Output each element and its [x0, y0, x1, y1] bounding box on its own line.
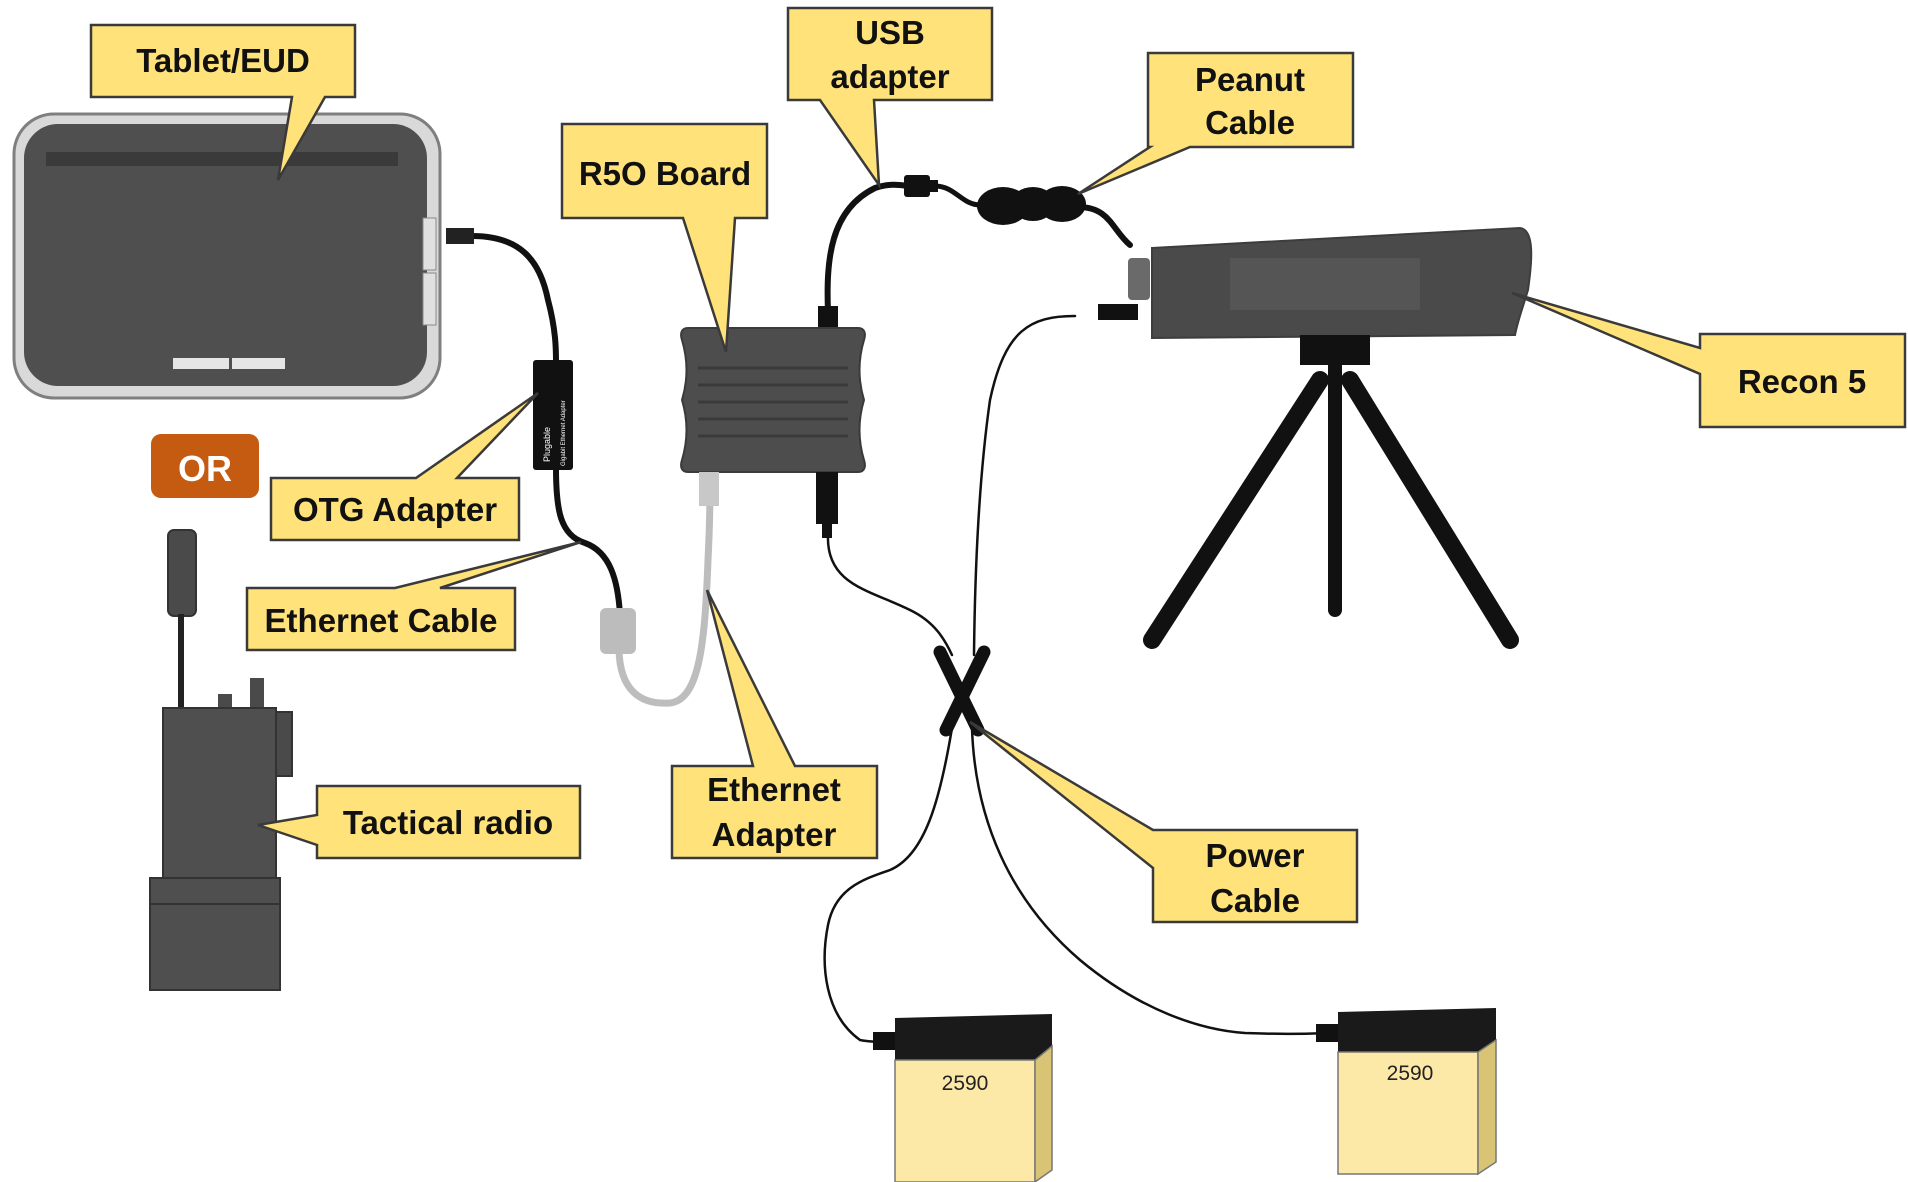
- label-usb-adapter-line2: adapter: [830, 58, 949, 95]
- tripod: [1143, 353, 1519, 649]
- radio-side-connector: [275, 711, 293, 777]
- tactical-radio-device: [149, 529, 293, 991]
- battery-left-device: 2590: [873, 1014, 1053, 1182]
- label-usb-adapter-line1: USB: [855, 14, 925, 51]
- tablet-usb-cable: [469, 233, 559, 365]
- recon5-eyepiece: [1128, 258, 1150, 300]
- tablet-usb-plug: [446, 228, 474, 244]
- usb-cable: [824, 181, 911, 315]
- peanut-lobe-3: [1038, 186, 1086, 222]
- power-splitter: [933, 645, 991, 737]
- recon-power-cable: [972, 314, 1077, 657]
- left-battery-cable: [823, 726, 954, 1044]
- callout-r5o-board: R5O Board: [560, 122, 769, 353]
- battery-right-side: [1477, 1038, 1497, 1176]
- label-power-cable-line2: Cable: [1210, 882, 1300, 919]
- ferrite-bead: [600, 608, 636, 654]
- radio-body: [162, 707, 277, 879]
- callout-usb-adapter: USB adapter: [786, 6, 994, 190]
- usb-adapter-body: [904, 175, 930, 197]
- recon5-device: [1098, 226, 1533, 649]
- cables: [469, 181, 1332, 1044]
- recon5-power-port: [1098, 304, 1138, 320]
- r5o-power-cable: [826, 533, 954, 657]
- r5o-ethernet-port: [699, 472, 719, 506]
- callouts: Tablet/EUD OR OTG Adapter Ethernet Cable…: [89, 6, 1907, 924]
- label-peanut-cable-line1: Peanut: [1195, 61, 1305, 98]
- tablet-side-button-upper: [422, 217, 437, 271]
- tripod-leg-left: [1143, 371, 1329, 649]
- radio-knob-2: [250, 678, 264, 714]
- callout-otg-adapter: OTG Adapter: [269, 391, 539, 542]
- tablet-home-button-right: [232, 358, 285, 369]
- tablet-side-button-lower: [422, 272, 437, 326]
- usb-to-peanut-cable: [932, 183, 983, 208]
- battery-right-plug: [1316, 1024, 1342, 1042]
- label-or: OR: [178, 448, 232, 489]
- label-r5o-board: R5O Board: [579, 155, 751, 192]
- callout-peanut-cable: Peanut Cable: [1077, 51, 1355, 196]
- label-tablet: Tablet/EUD: [136, 42, 310, 79]
- battery-right-body: [1337, 1051, 1479, 1175]
- label-ethernet-adapter-line2: Adapter: [712, 816, 837, 853]
- r5o-top-connector: [818, 306, 838, 328]
- tablet-device: [12, 112, 474, 400]
- otg-adapter-body: [533, 360, 573, 470]
- callout-ethernet-cable: Ethernet Cable: [245, 540, 582, 652]
- battery-right-label: 2590: [1387, 1062, 1434, 1085]
- tripod-leg-right: [1341, 371, 1519, 649]
- label-ethernet-cable: Ethernet Cable: [265, 602, 498, 639]
- label-tactical-radio: Tactical radio: [343, 804, 553, 841]
- tablet-screen: [24, 124, 427, 386]
- ethernet-gray-cable: [615, 481, 714, 707]
- ethernet-cable: [553, 465, 623, 618]
- peanut-to-recon-cable: [1075, 204, 1133, 248]
- peanut-cable-device: [977, 186, 1086, 225]
- radio-antenna: [178, 614, 184, 710]
- r5o-board-ridges: [698, 366, 848, 438]
- or-badge: OR: [151, 434, 259, 498]
- radio-battery: [149, 903, 281, 991]
- otg-brand-text: Plugable: [542, 427, 552, 462]
- battery-right-device: 2590: [1316, 1008, 1497, 1176]
- usb-adapter-tail: [930, 180, 938, 192]
- callout-tablet: Tablet/EUD: [89, 23, 357, 181]
- radio-battery-top: [149, 877, 281, 905]
- r5o-board-device: [680, 306, 866, 538]
- r5o-power-plug: [816, 472, 838, 524]
- otg-adapter-device: Plugable Gigabit Ethernet Adapter: [533, 360, 573, 470]
- callout-power-cable: Power Cable: [969, 720, 1359, 924]
- battery-left-top: [895, 1014, 1052, 1064]
- label-power-cable-line1: Power: [1205, 837, 1304, 874]
- battery-right-top: [1338, 1008, 1496, 1056]
- usb-adapter-device: [904, 175, 938, 197]
- right-battery-cable: [970, 726, 1332, 1036]
- r5o-board-body: [680, 327, 866, 473]
- battery-left-label: 2590: [942, 1072, 989, 1095]
- radio-antenna-top: [167, 529, 197, 617]
- r5o-power-plug-tip: [822, 524, 832, 538]
- label-peanut-cable-line2: Cable: [1205, 104, 1295, 141]
- battery-left-plug: [873, 1032, 899, 1050]
- tablet-home-button-left: [173, 358, 229, 369]
- tablet-top-bar: [46, 152, 398, 166]
- callout-recon5: Recon 5: [1511, 291, 1907, 429]
- callout-tactical-radio: Tactical radio: [257, 784, 582, 860]
- label-otg-adapter: OTG Adapter: [293, 491, 497, 528]
- otg-model-text: Gigabit Ethernet Adapter: [561, 400, 567, 466]
- battery-left-body: [894, 1059, 1036, 1182]
- battery-left-side: [1034, 1044, 1053, 1182]
- recon5-side-panel: [1230, 258, 1420, 310]
- callout-ethernet-adapter: Ethernet Adapter: [670, 589, 879, 860]
- label-ethernet-adapter-line1: Ethernet: [707, 771, 841, 808]
- label-recon5: Recon 5: [1738, 363, 1866, 400]
